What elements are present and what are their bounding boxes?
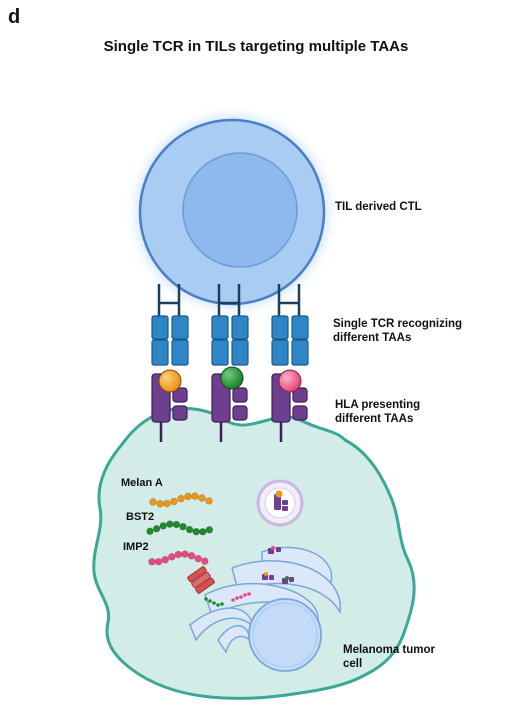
peptide-fragment	[235, 596, 239, 600]
label-tcr-line1: Single TCR recognizing	[333, 318, 463, 330]
peptide-fragment	[208, 599, 212, 603]
hla-2	[211, 366, 248, 442]
tcr-3	[271, 284, 309, 366]
antigen-bead	[172, 520, 181, 529]
peptide-fragments	[204, 592, 251, 607]
label-hla-line2: different TAAs	[335, 413, 414, 425]
antigen-bead	[161, 556, 169, 564]
peptide-fragment	[204, 597, 208, 601]
figure-title: Single TCR in TILs targeting multiple TA…	[103, 38, 409, 55]
peptide-fragment	[243, 593, 247, 597]
label-imp2: IMP2	[123, 541, 149, 553]
peptide-fragment	[216, 603, 220, 607]
antigen-bead	[191, 492, 199, 500]
antigen-bead	[166, 520, 174, 528]
antigen-bead	[170, 497, 178, 506]
tumor-nucleus	[248, 598, 322, 672]
imp2-peptide	[278, 369, 302, 393]
antigen-bead	[177, 494, 185, 503]
melan-a-chain	[149, 492, 213, 508]
tcr-1	[151, 284, 189, 366]
hla-vesicle	[256, 479, 304, 527]
antigen-bead	[187, 552, 196, 560]
peptide-fragment	[212, 601, 216, 605]
proteasome	[187, 566, 215, 594]
antigen-bead	[163, 499, 171, 508]
bst2-peptide	[220, 366, 244, 390]
endoplasmic-reticulum	[189, 546, 341, 654]
antigen-bead	[149, 498, 157, 506]
antigen-bead	[198, 494, 206, 502]
tumor-cell-membrane	[92, 407, 416, 700]
label-hla-line1: HLA presenting	[335, 399, 421, 411]
hla-1	[151, 369, 188, 442]
er-hla-markers	[262, 546, 294, 584]
antigen-bead	[205, 497, 213, 505]
label-tumor-line2: cell	[343, 658, 363, 670]
label-til: TIL derived CTL	[335, 201, 422, 213]
hla-3	[271, 369, 308, 442]
label-tcr-line2: different TAAs	[333, 332, 412, 344]
antigen-bead	[179, 522, 187, 531]
label-tumor-line1: Melanoma tumor	[343, 644, 436, 656]
peptide-fragment	[247, 592, 251, 596]
antigen-bead	[159, 522, 167, 530]
antigen-bead	[146, 527, 154, 535]
antigen-bead	[185, 525, 194, 534]
peptide-fragment	[231, 598, 235, 602]
tcr-2	[211, 284, 249, 366]
bst2-chain	[146, 520, 214, 536]
antigen-bead	[152, 525, 161, 533]
hla-complexes	[151, 366, 308, 442]
antigen-bead	[205, 526, 214, 534]
antigen-bead	[148, 558, 156, 566]
antigen-bead	[201, 557, 209, 565]
label-melan-a: Melan A	[121, 477, 163, 489]
antigen-bead	[184, 492, 192, 501]
antigen-bead	[199, 528, 207, 536]
panel-letter: d	[8, 6, 21, 28]
tcell-nucleus	[182, 152, 298, 268]
peptide-fragment	[220, 602, 224, 606]
antigen-bead	[174, 550, 183, 559]
antigen-bead	[154, 558, 163, 566]
antigen-bead	[194, 554, 202, 563]
label-bst2: BST2	[126, 511, 155, 523]
melan-a-peptide	[158, 369, 182, 393]
antigen-bead	[168, 553, 176, 561]
peptide-fragment	[239, 595, 243, 599]
antigen-bead	[156, 500, 164, 508]
tcr-complexes	[151, 284, 309, 366]
antigen-bead	[192, 527, 200, 536]
imp2-chain	[148, 550, 209, 566]
antigen-bead	[181, 550, 189, 558]
